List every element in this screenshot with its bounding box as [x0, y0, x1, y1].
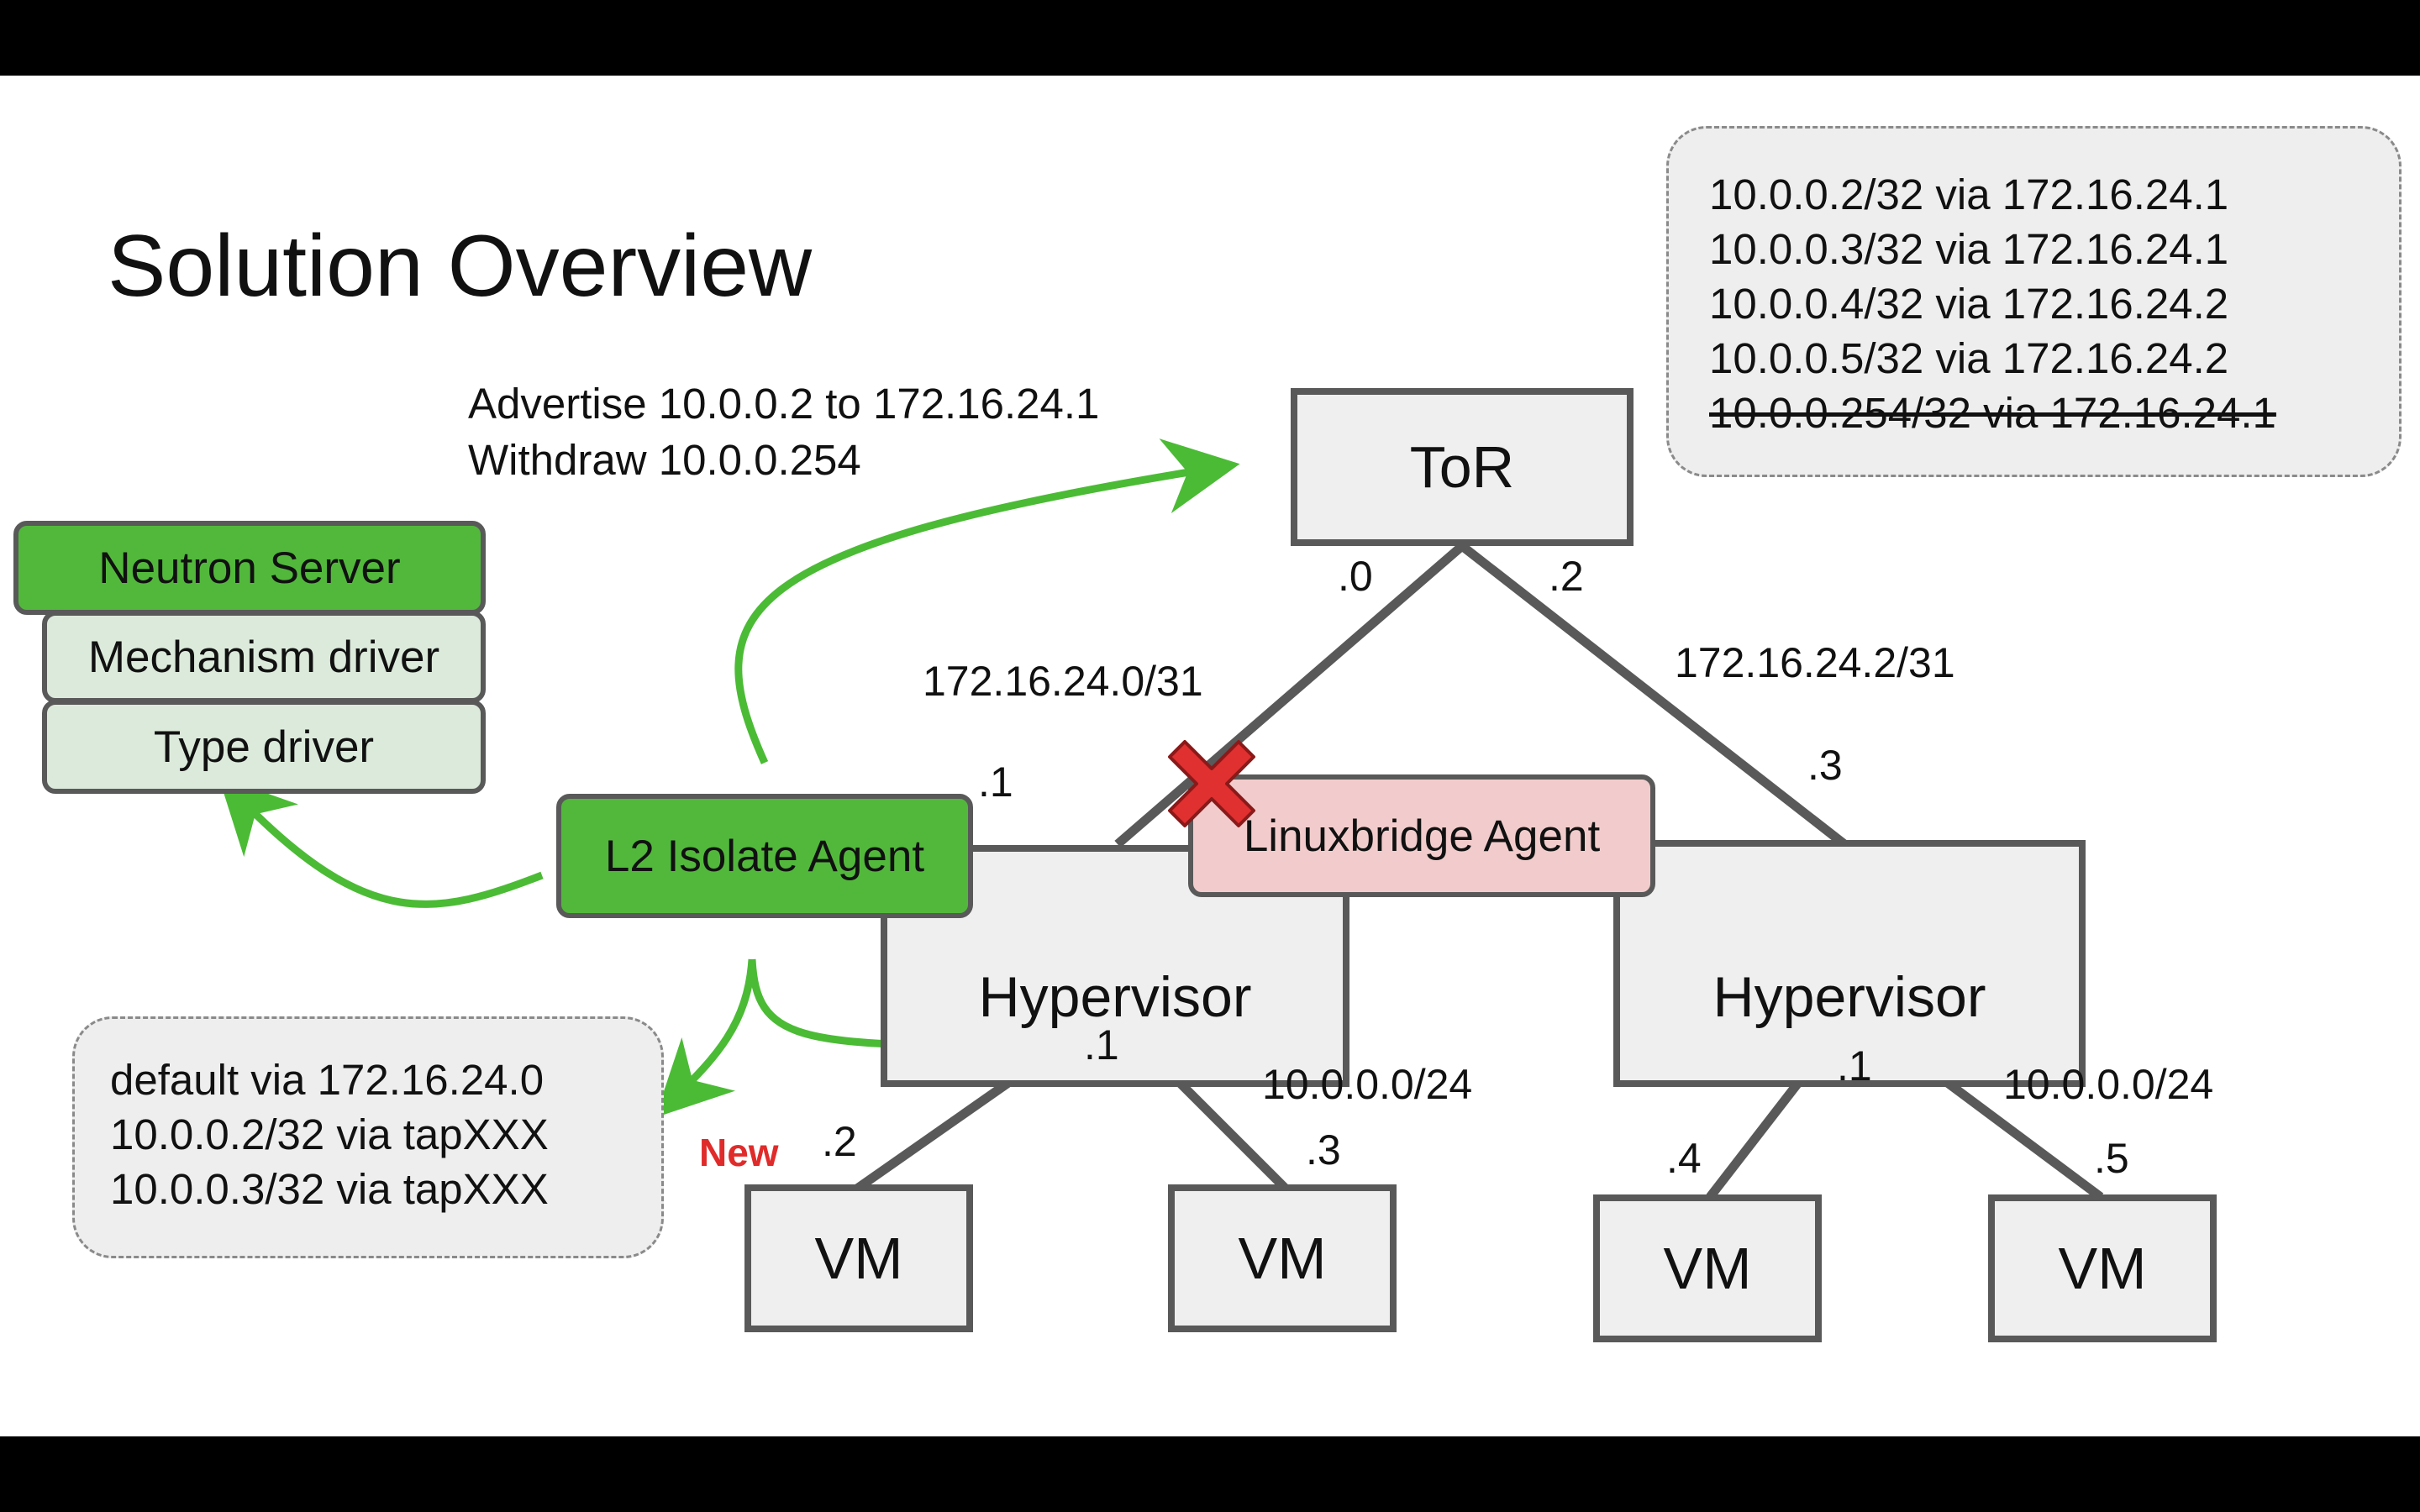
link-tor-left-hypervisor — [1114, 542, 1465, 848]
vm-2[interactable]: VM — [1168, 1184, 1397, 1332]
vm2-ip-label: .3 — [1306, 1126, 1341, 1173]
left-subnet-label: 172.16.24.0/31 — [923, 658, 1203, 705]
hv-right-uplink-label: .3 — [1807, 742, 1843, 789]
neutron-server[interactable]: Neutron Server — [13, 521, 486, 615]
vm-3[interactable]: VM — [1593, 1194, 1822, 1342]
right-vm-subnet-label: 10.0.0.0/24 — [2003, 1061, 2214, 1108]
hv-route-1: default via 172.16.24.0 — [110, 1056, 544, 1104]
tor-route-2: 10.0.0.3/32 via 172.16.24.1 — [1709, 225, 2229, 273]
arrow-to-routes — [655, 958, 756, 1118]
mechanism-driver[interactable]: Mechanism driver — [42, 611, 486, 703]
advertise-line: Advertise 10.0.0.2 to 172.16.24.1 — [468, 380, 1100, 428]
hv-left-uplink-label: .1 — [978, 759, 1013, 806]
right-subnet-label: 172.16.24.2/31 — [1675, 639, 1955, 686]
hypervisor-route-table: default via 172.16.24.0 10.0.0.2/32 via … — [72, 1016, 664, 1258]
new-badge: New — [699, 1131, 779, 1174]
cross-icon — [1168, 740, 1255, 827]
tor-route-1: 10.0.0.2/32 via 172.16.24.1 — [1709, 171, 2229, 218]
hv-left-down-label: .1 — [1084, 1021, 1119, 1068]
vm4-ip-label: .5 — [2094, 1135, 2129, 1182]
arrow-to-tor — [734, 438, 1240, 764]
tor-route-withdrawn: 10.0.0.254/32 via 172.16.24.1 — [1709, 389, 2276, 437]
withdraw-line: Withdraw 10.0.0.254 — [468, 436, 861, 484]
type-driver[interactable]: Type driver — [42, 700, 486, 794]
tor-route-table: 10.0.0.2/32 via 172.16.24.1 10.0.0.3/32 … — [1666, 126, 2402, 477]
vm3-ip-label: .4 — [1666, 1135, 1702, 1182]
hv-right-down-label: .1 — [1837, 1042, 1872, 1089]
left-vm-subnet-label: 10.0.0.0/24 — [1262, 1061, 1473, 1108]
link-tor-right-hypervisor — [1459, 542, 1848, 848]
tor-route-4: 10.0.0.5/32 via 172.16.24.2 — [1709, 334, 2229, 382]
hypervisor-right[interactable]: Hypervisor — [1613, 840, 2086, 1087]
l2-isolate-agent[interactable]: L2 Isolate Agent — [556, 794, 973, 918]
vm-4[interactable]: VM — [1988, 1194, 2217, 1342]
vm-1[interactable]: VM — [744, 1184, 973, 1332]
linuxbridge-agent[interactable]: Linuxbridge Agent — [1188, 774, 1655, 897]
arrow-to-neutron — [218, 776, 544, 908]
tor-right-port-label: .2 — [1549, 553, 1584, 600]
page-title: Solution Overview — [108, 218, 813, 315]
vm1-ip-label: .2 — [822, 1118, 857, 1165]
tor-left-port-label: .0 — [1338, 553, 1373, 600]
tor-switch[interactable]: ToR — [1291, 388, 1634, 546]
hv-route-3: 10.0.0.3/32 via tapXXX — [110, 1165, 549, 1213]
hv-route-2: 10.0.0.2/32 via tapXXX — [110, 1110, 549, 1158]
tor-route-3: 10.0.0.4/32 via 172.16.24.2 — [1709, 280, 2229, 328]
slide: Solution Overview Advertise 10.0.0.2 to … — [0, 76, 2420, 1436]
